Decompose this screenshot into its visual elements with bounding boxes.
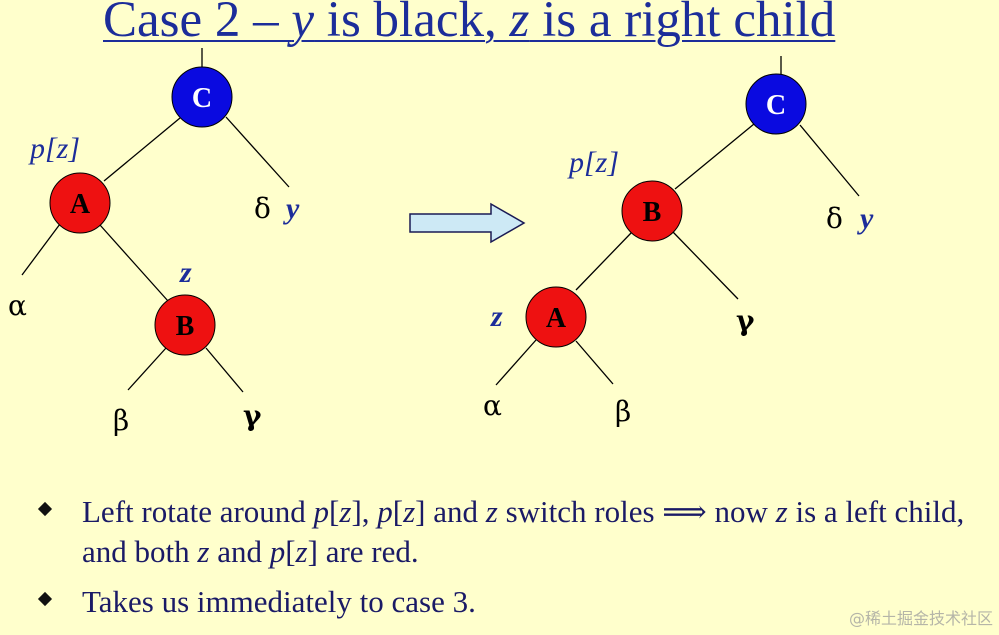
bullet-diamond-icon: [37, 501, 53, 517]
left-gamma-label: γ: [243, 399, 262, 432]
right-z-label: z: [490, 300, 503, 333]
left-pz-label: p[z]: [28, 132, 80, 165]
left-edge-a-alpha: [21, 223, 61, 276]
right-edge-a-beta: [575, 340, 614, 385]
bullet-1: Left rotate around p[z], p[z] and z swit…: [37, 492, 995, 572]
right-gamma-label: γ: [736, 304, 755, 337]
left-edge-b-gamma: [205, 347, 244, 393]
right-edge-c-delta: [799, 124, 860, 197]
right-edge-c-b: [674, 123, 755, 190]
right-edge-b-a: [575, 231, 633, 291]
left-y-label: y: [283, 192, 300, 225]
right-beta-label: β: [615, 395, 631, 428]
left-edge-b-beta: [127, 347, 167, 391]
left-edge-a-b: [99, 224, 169, 302]
bullet-2: Takes us immediately to case 3.: [37, 582, 995, 622]
right-node-c: [745, 73, 807, 135]
bullet-list: Left rotate around p[z], p[z] and z swit…: [37, 492, 995, 632]
right-edge-a-alpha: [495, 339, 537, 386]
right-node-a: [525, 286, 587, 348]
left-node-c: [171, 66, 233, 128]
watermark: @稀土掘金技术社区: [848, 609, 993, 628]
left-node-b: [154, 294, 216, 356]
right-node-c-label: C: [766, 90, 786, 121]
right-y-label: y: [857, 202, 874, 235]
left-beta-label: β: [113, 404, 129, 437]
left-edge-c-a: [103, 117, 181, 182]
right-alpha-label: α: [483, 389, 502, 422]
right-node-b-label: B: [643, 197, 662, 228]
slide-title: Case 2 – y is black, z is a right child: [103, 0, 836, 48]
left-edge-c-delta: [225, 116, 290, 188]
left-delta-label: δ: [254, 192, 271, 225]
right-arrow-icon: [409, 202, 526, 244]
right-pz-label: p[z]: [567, 146, 619, 179]
right-delta-label: δ: [826, 202, 843, 235]
right-node-b: [621, 180, 683, 242]
left-node-a-label: A: [70, 189, 91, 220]
left-alpha-label: α: [8, 289, 27, 322]
right-edge-b-gamma: [672, 231, 739, 300]
rotation-diagram: C A B p[z] z y α β γ δ C B A p[z] z y: [8, 48, 874, 437]
left-z-label: z: [179, 256, 192, 289]
left-node-b-label: B: [176, 311, 195, 342]
bullet-diamond-icon: [37, 591, 53, 607]
right-node-a-label: A: [546, 303, 567, 334]
implies-icon: ⟹: [662, 494, 707, 529]
left-node-c-label: C: [192, 83, 212, 114]
left-node-a: [49, 172, 111, 234]
